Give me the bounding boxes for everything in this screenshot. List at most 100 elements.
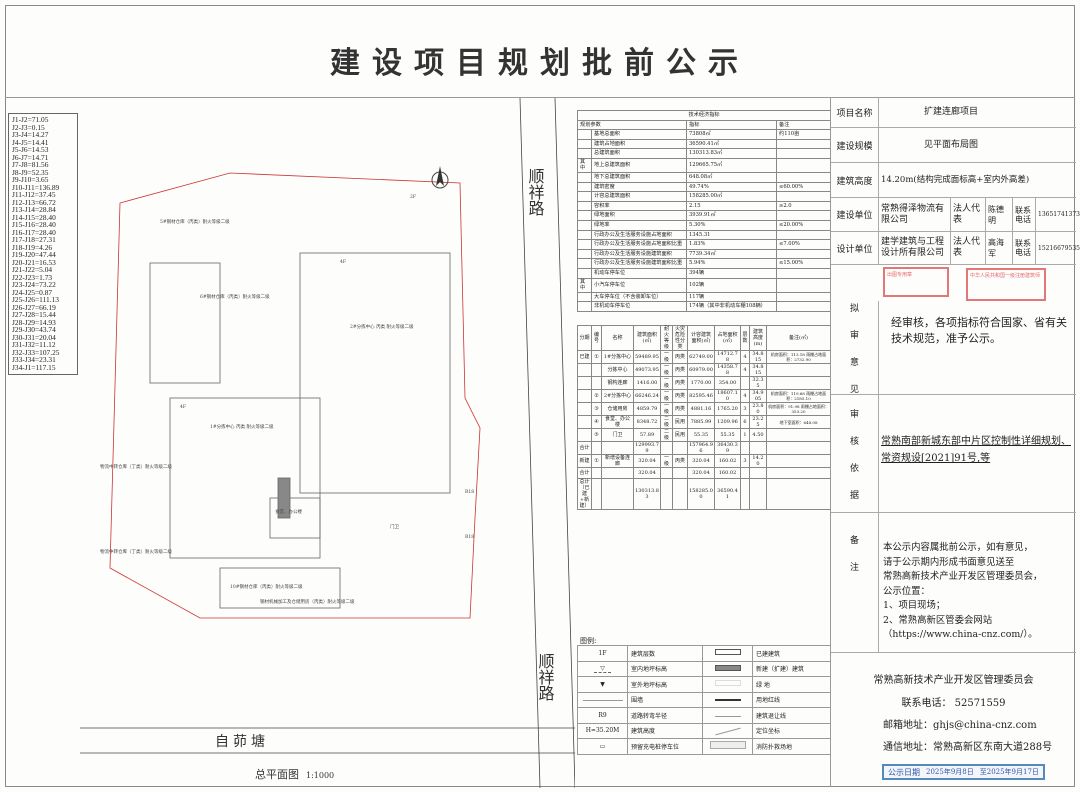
divider <box>5 97 1075 98</box>
table-cell <box>740 477 750 510</box>
table-cell: 354.00 <box>714 376 741 390</box>
table-cell <box>601 477 634 510</box>
table-cell: 14.20 <box>749 454 767 468</box>
table-cell: 一级 <box>660 454 673 468</box>
table-cell: 7739.34㎡ <box>686 248 777 260</box>
segment-item: J19-J20=47.44 <box>12 250 56 259</box>
plan-label: 物流中转仓库（丁类）耐火等级二级 <box>100 548 172 555</box>
table-cell: 4881.16 <box>687 402 715 416</box>
table-cell <box>740 467 750 479</box>
table-cell: 1#分拣中心 <box>601 350 634 364</box>
label: 审核依据 <box>831 395 879 512</box>
table-cell: 合计 <box>577 441 592 455</box>
building-5 <box>149 262 221 384</box>
table-cell: 55.35 <box>687 428 715 442</box>
table-cell <box>672 477 688 510</box>
table-cell: 2#分拣中心 <box>601 389 634 403</box>
legend-symbol: H=35.20M <box>577 722 628 739</box>
label: 建设规模 <box>831 128 879 162</box>
header-cell: 占地面积(㎡) <box>714 325 741 351</box>
table-cell: 合计 <box>577 467 592 479</box>
building-new <box>277 477 291 519</box>
table-cell: 总计（已建+新建） <box>577 477 592 510</box>
table-cell: 129665.75㎡ <box>686 157 777 173</box>
publicity-date-stamp: 公示日期 2025年9月8日 至2025年9月17日 <box>882 764 1045 780</box>
legend-title: 图例: <box>580 637 597 645</box>
header-cell: 编号 <box>591 325 602 351</box>
segment-item: J4-J5=14.41 <box>12 137 49 147</box>
table-cell <box>775 229 832 241</box>
label-char: 依 <box>849 463 859 474</box>
table-cell: 14358.78 <box>714 363 741 377</box>
table-cell <box>577 129 592 140</box>
table-cell <box>749 477 767 510</box>
table-cell: 158285.00㎡ <box>686 191 777 202</box>
segment-item: J6-J7=14.71 <box>12 152 49 162</box>
segment-item: J5-J6=14.53 <box>12 145 49 154</box>
table-cell <box>775 267 832 279</box>
table-cell: 丙类 <box>672 454 688 468</box>
table-cell: 新增设备连廊 <box>601 454 634 468</box>
table-cell: ① <box>591 454 602 468</box>
table-cell: 地下总建筑面积 <box>591 171 687 183</box>
remark-line: 1、项目现场； <box>883 600 946 611</box>
remark-line: 2、常熟高新区管委会网站 <box>883 614 993 626</box>
table-cell: 158285.00 <box>687 477 715 510</box>
table-cell: 基地总面积 <box>591 129 687 140</box>
table-cell: ≤20.00% <box>775 219 832 231</box>
table-title-row: 技术经济指标 <box>576 110 832 121</box>
table-cell: 1209.96 <box>714 415 741 429</box>
table-cell: 160.02 <box>714 467 741 479</box>
building-2 <box>299 252 451 494</box>
segment-item: J14-J15=28.40 <box>12 212 56 222</box>
legend-symbol <box>702 660 753 677</box>
row-basis: 审核依据 常熟南部新城东部中片区控制性详细规划、常资规设[2021]91号,等 <box>831 395 1076 513</box>
table-cell: 60979.00 <box>687 363 715 377</box>
table-cell: ② <box>591 389 602 403</box>
legend-label: 定位坐标 <box>752 722 831 739</box>
table-cell: 一级 <box>660 350 673 364</box>
row-builder: 建设单位 常熟得泽物流有限公司 法人代表 陈德明 联系电话 1365174137… <box>831 198 1080 232</box>
table-cell: 320.04 <box>687 454 715 468</box>
label-char: 审 <box>849 330 859 341</box>
header-cell: 分期 <box>577 325 592 351</box>
table-cell: 3 <box>740 454 750 468</box>
segment-item: J7-J8=81.56 <box>12 160 49 169</box>
basis: 常熟南部新城东部中片区控制性详细规划、常资规设[2021]91号,等 <box>881 436 1071 464</box>
legend-label: 用地红线 <box>752 691 831 708</box>
table-cell: 34.815 <box>749 350 767 364</box>
table-cell: 总建筑面积 <box>591 148 687 159</box>
header-cell: 指标 <box>686 119 777 131</box>
table-cell <box>577 148 592 159</box>
remark-line: 公示位置： <box>883 585 930 597</box>
legend-row: ▼室外地坪标高绿 地 <box>577 676 831 693</box>
opinion: 经审核，各项指标符合国家、省有关技术规范，准予公示。 <box>891 316 1067 345</box>
table-cell: 14712.78 <box>714 350 741 364</box>
table-cell <box>766 467 831 479</box>
table-cell <box>775 171 832 183</box>
segment-item: J28-J29=14.93 <box>12 317 56 327</box>
label: 法人代表 <box>951 198 986 231</box>
legend-symbol <box>702 722 753 739</box>
legend-label: 道路转弯半径 <box>627 707 703 724</box>
legend-symbol <box>702 676 753 693</box>
designer-phone: 15216679535 <box>1038 244 1080 252</box>
table-cell: 丙类 <box>672 389 688 403</box>
table-cell: 钢构连廊 <box>601 376 634 390</box>
road-edge <box>80 727 575 754</box>
table-cell <box>577 428 592 442</box>
table-cell <box>672 441 688 455</box>
table-cell: 157964.96 <box>687 441 715 455</box>
legend-label: 新建（扩建）建筑 <box>752 660 831 677</box>
table-cell: 36430.39 <box>714 441 741 455</box>
table-cell: 49073.95 <box>633 363 661 377</box>
legend-symbol <box>577 691 628 708</box>
table-cell: 73808㎡ <box>686 129 777 140</box>
